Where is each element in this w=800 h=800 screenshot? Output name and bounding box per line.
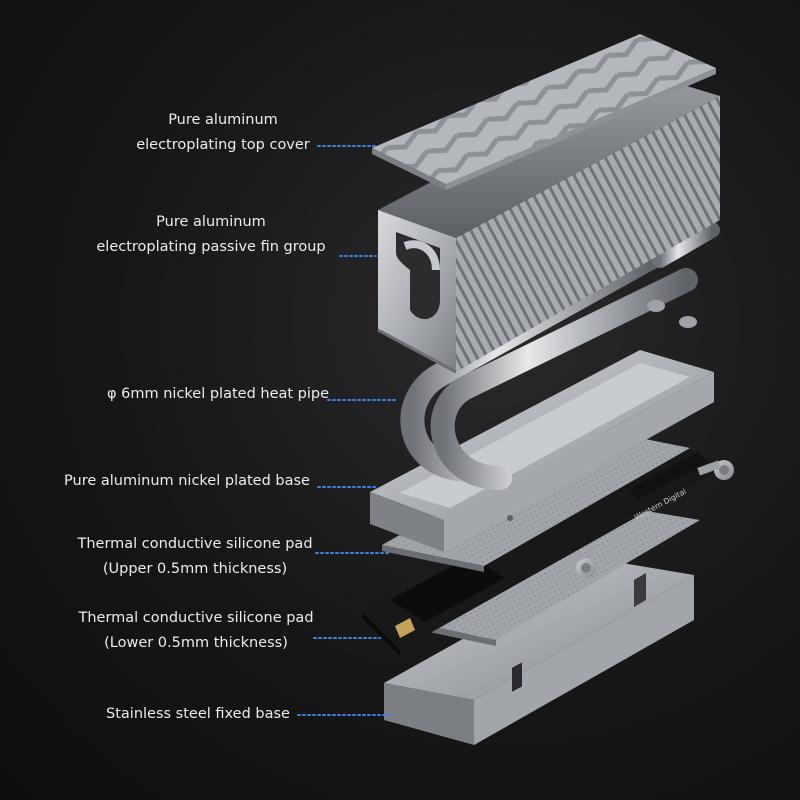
- stainless-steel-base-part: [384, 560, 694, 745]
- heat-pipes-part: [400, 222, 720, 490]
- component-label-line: Thermal conductive silicone pad: [78, 610, 314, 626]
- component-label-1: Pure aluminum electroplating top cover: [136, 108, 310, 158]
- component-label-4: Pure aluminum nickel plated base: [64, 469, 310, 494]
- component-label-6: Thermal conductive silicone pad (Lower 0.…: [78, 606, 313, 656]
- top-cover-part: [372, 34, 716, 190]
- component-label-3: φ 6mm nickel plated heat pipe: [107, 382, 329, 407]
- base-screw: [567, 550, 596, 578]
- component-label-line: electroplating passive fin group: [96, 239, 326, 255]
- fin-group-part: [377, 72, 720, 374]
- component-label-line: Pure aluminum: [168, 112, 278, 128]
- component-label-line: Pure aluminum nickel plated base: [64, 473, 310, 489]
- component-label-line: (Upper 0.5mm thickness): [102, 561, 288, 577]
- component-label-5: Thermal conductive silicone pad (Upper 0.…: [77, 532, 312, 582]
- component-label-line: Thermal conductive silicone pad: [77, 536, 313, 552]
- ssd-screw: [697, 460, 734, 480]
- component-label-line: (Lower 0.5mm thickness): [104, 635, 288, 651]
- component-label-2: Pure aluminum electroplating passive fin …: [96, 210, 325, 260]
- component-label-line: electroplating top cover: [136, 137, 310, 153]
- component-label-7: Stainless steel fixed base: [106, 702, 290, 727]
- component-label-line: Stainless steel fixed base: [106, 706, 290, 722]
- component-label-line: Pure aluminum: [156, 214, 266, 230]
- m2-ssd-part: Western Digital: [362, 448, 734, 656]
- component-label-line: φ 6mm nickel plated heat pipe: [106, 386, 330, 402]
- leader-lines: [297, 145, 397, 716]
